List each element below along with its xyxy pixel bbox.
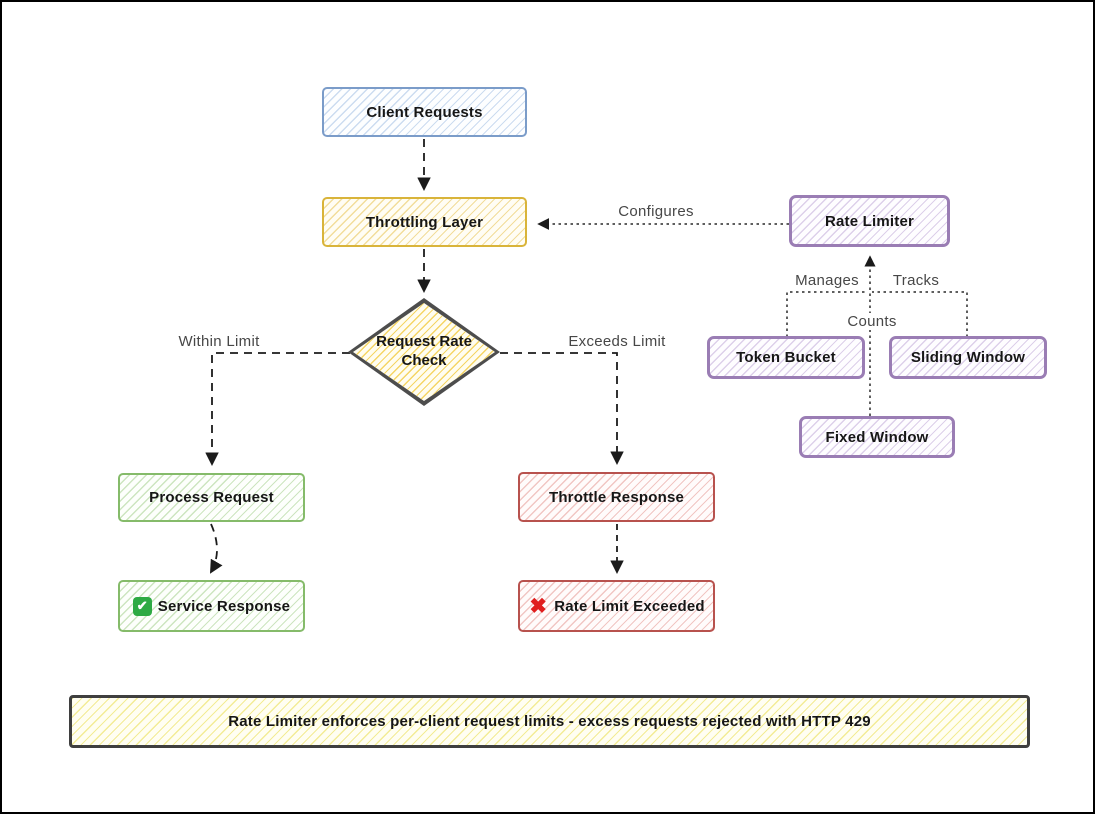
node-token-bucket: Token Bucket — [707, 336, 865, 379]
edge-label-tracks: Tracks — [888, 272, 944, 289]
node-client-requests: Client Requests — [322, 87, 527, 137]
success-check-icon: ✔ — [132, 596, 152, 616]
edge-label-counts: Counts — [843, 313, 901, 330]
node-label: Token Bucket — [736, 349, 836, 366]
node-label: Rate Limiter — [824, 212, 915, 230]
node-process-request: Process Request — [118, 473, 305, 522]
node-label: Client Requests — [366, 103, 483, 121]
node-service-response: ✔ Service Response — [118, 580, 305, 632]
node-throttle-response: Throttle Response — [518, 472, 715, 522]
node-label: Service Response — [157, 597, 291, 615]
edge-process-to-service — [209, 523, 223, 574]
node-label: Throttle Response — [548, 488, 685, 506]
banner-label: Rate Limiter enforces per-client request… — [228, 713, 871, 730]
node-label: Rate Limit Exceeded — [554, 597, 705, 615]
edge-label-within-limit: Within Limit — [174, 333, 264, 350]
edge-label-manages: Manages — [791, 272, 863, 289]
node-rate-limiter: Rate Limiter — [789, 195, 950, 247]
node-rate-limit-exceeded: ✖ Rate Limit Exceeded — [518, 580, 715, 632]
node-label: Fixed Window — [825, 428, 929, 446]
node-label: Sliding Window — [910, 349, 1026, 366]
failure-cross-icon: ✖ — [529, 594, 548, 618]
node-throttling-layer: Throttling Layer — [322, 197, 527, 247]
node-sliding-window: Sliding Window — [889, 336, 1047, 379]
node-label: Throttling Layer — [365, 213, 484, 231]
node-label: Request Rate Check — [376, 333, 472, 369]
edge-tracks — [872, 291, 968, 337]
node-fixed-window: Fixed Window — [799, 416, 955, 458]
edge-exceeds-limit — [500, 352, 624, 466]
edge-within-limit — [205, 352, 350, 467]
summary-banner: Rate Limiter enforces per-client request… — [69, 695, 1030, 748]
edge-label-exceeds-limit: Exceeds Limit — [564, 333, 670, 350]
node-label: Process Request — [149, 489, 274, 506]
edge-label-configures: Configures — [614, 203, 698, 220]
